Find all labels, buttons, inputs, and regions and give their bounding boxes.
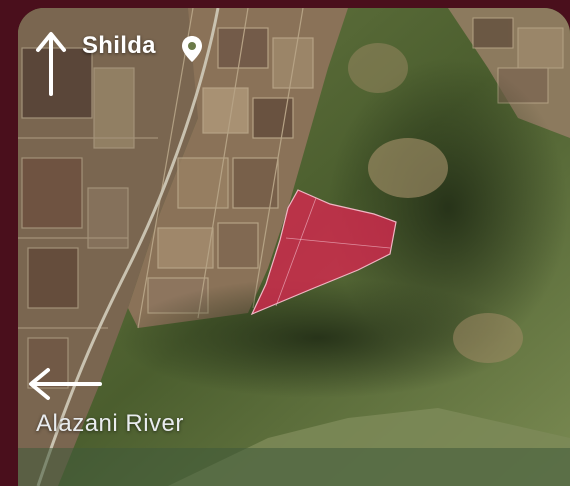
bottom-blur <box>18 448 570 486</box>
arrow-up-icon <box>36 32 66 96</box>
valley-shadow <box>118 278 518 398</box>
arrow-left-icon <box>29 368 102 400</box>
highlighted-parcel[interactable] <box>250 189 397 316</box>
satellite-map[interactable] <box>18 8 570 486</box>
north-destination-label: Shilda <box>82 32 156 59</box>
west-destination-label: Alazani River <box>36 410 184 437</box>
clearing <box>453 313 523 363</box>
clearing <box>348 43 408 93</box>
clearing <box>368 138 448 198</box>
location-pin-icon <box>182 36 202 62</box>
satellite-imagery <box>18 8 570 486</box>
road <box>36 8 220 486</box>
field-grid-west <box>18 47 158 389</box>
